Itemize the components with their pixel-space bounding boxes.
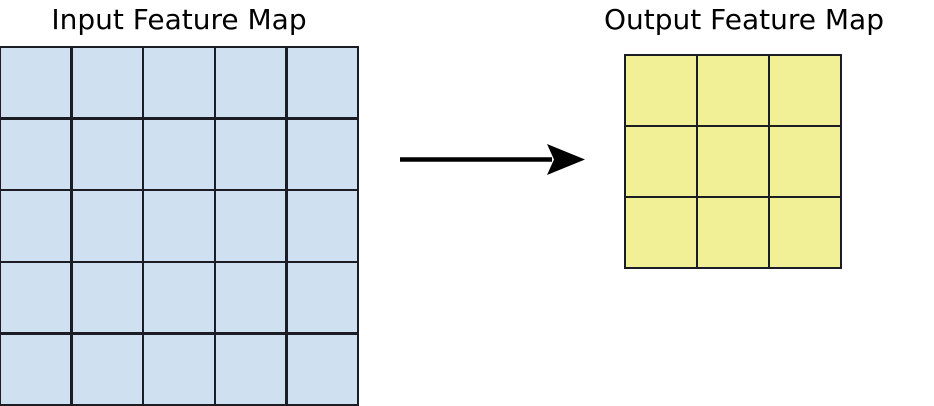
input-cell [72,48,142,118]
output-cell [698,198,768,267]
input-cell [72,191,142,261]
input-cell [144,334,214,404]
output-feature-map-title: Output Feature Map [604,3,884,36]
output-feature-map-grid [624,54,842,269]
input-cell [287,48,357,118]
input-cell [287,191,357,261]
input-cell [1,48,71,118]
input-cell [144,191,214,261]
input-cell [287,119,357,189]
output-cell [626,56,696,125]
input-cell [216,119,286,189]
input-cell [72,334,142,404]
input-cell [1,191,71,261]
output-cell [698,127,768,196]
output-cell [626,198,696,267]
output-cell [770,127,840,196]
output-cell [770,56,840,125]
input-cell [144,263,214,333]
output-cell [626,127,696,196]
input-cell [144,119,214,189]
input-cell [1,119,71,189]
input-cell [216,191,286,261]
input-cell [216,48,286,118]
input-cell [287,334,357,404]
input-cell [72,263,142,333]
input-cell [216,263,286,333]
right-arrow-icon [400,144,585,175]
arrow-head [547,144,585,175]
input-cell [1,334,71,404]
input-feature-map-title: Input Feature Map [51,3,307,36]
output-cell [698,56,768,125]
input-cell [72,119,142,189]
input-cell [1,263,71,333]
input-feature-map-grid [0,46,359,406]
input-cell [216,334,286,404]
output-cell [770,198,840,267]
input-cell [287,263,357,333]
input-cell [144,48,214,118]
